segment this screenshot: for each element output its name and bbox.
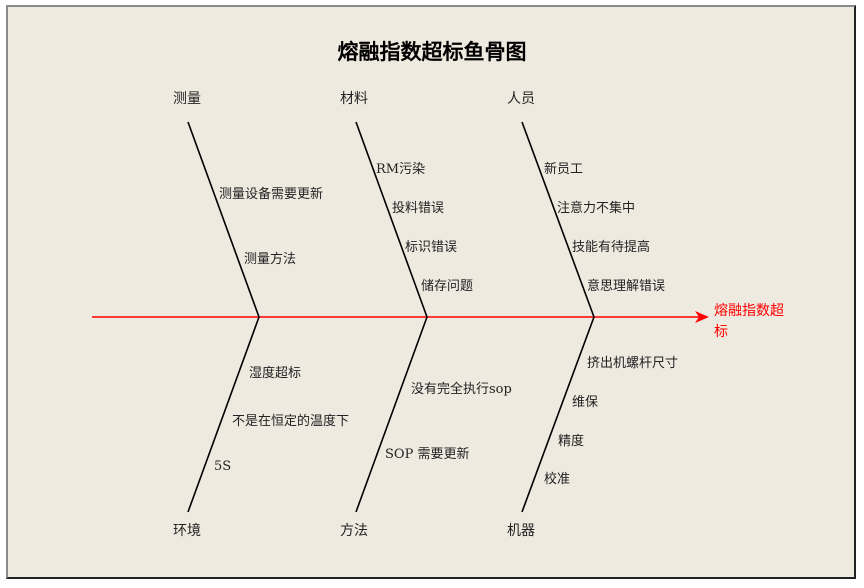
cause-label: 测量设备需要更新 — [219, 187, 324, 202]
category-material: 材料 — [340, 91, 368, 107]
bone-material — [355, 121, 428, 318]
cause-label: 不是在恒定的温度下 — [232, 414, 350, 429]
cause-label: 技能有待提高 — [572, 240, 651, 255]
diagram-title: 熔融指数超标鱼骨图 — [337, 40, 527, 64]
category-people: 人员 — [507, 91, 535, 107]
bone-environment — [187, 316, 260, 513]
cause-label: 投料错误 — [392, 201, 445, 216]
cause-label: 意思理解错误 — [587, 279, 666, 294]
cause-label: SOP 需要更新 — [385, 447, 470, 462]
cause-label: 维保 — [572, 395, 599, 410]
bone-measurement — [187, 121, 260, 318]
category-environment: 环境 — [173, 523, 201, 539]
category-measurement: 测量 — [173, 91, 201, 107]
cause-label: RM污染 — [376, 162, 426, 177]
category-method: 方法 — [340, 523, 368, 539]
cause-label: 新员工 — [544, 162, 584, 177]
cause-label: 挤出机螺杆尺寸 — [587, 356, 679, 371]
cause-label: 储存问题 — [421, 279, 474, 294]
cause-label: 湿度超标 — [249, 366, 302, 381]
bone-method — [355, 316, 428, 513]
cause-label: 校准 — [544, 472, 571, 487]
spine-arrowhead-icon — [695, 311, 709, 323]
cause-label: 测量方法 — [244, 252, 297, 267]
diagram-canvas — [6, 5, 856, 579]
cause-label: 5S — [214, 459, 232, 474]
category-machine: 机器 — [507, 523, 535, 539]
bone-machine — [521, 316, 595, 513]
effect-label: 熔融指数超标 — [714, 303, 784, 340]
cause-label: 标识错误 — [405, 240, 458, 255]
cause-label: 精度 — [558, 434, 585, 449]
cause-label: 没有完全执行sop — [411, 382, 512, 397]
bone-people — [521, 121, 595, 318]
cause-label: 注意力不集中 — [557, 201, 636, 216]
